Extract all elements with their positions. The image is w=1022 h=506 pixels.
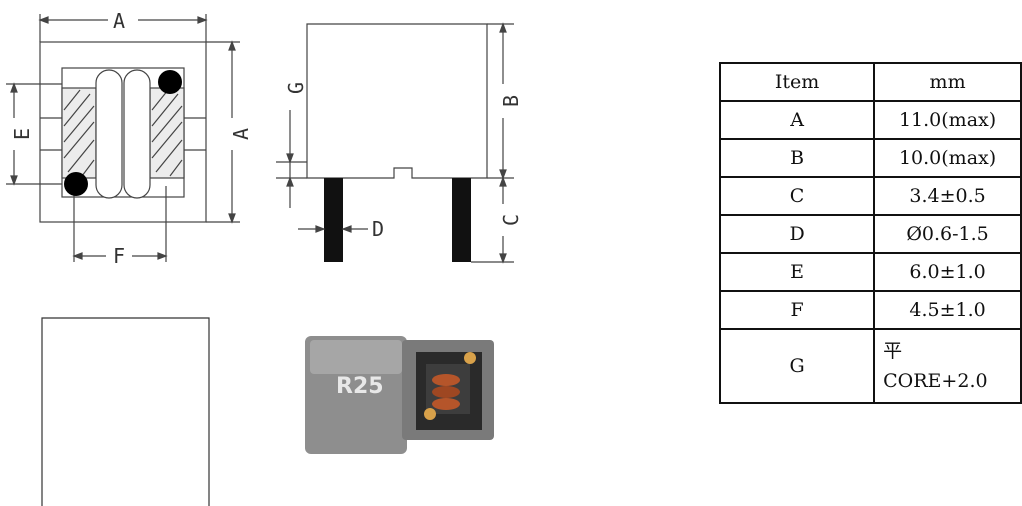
cell-item: A	[718, 100, 876, 140]
cell-mm: 6.0±1.0	[873, 252, 1022, 292]
copper-winding	[432, 374, 460, 386]
hatched-pad-right	[149, 87, 185, 179]
product-photo: R25	[296, 322, 502, 456]
dim-label-d: D	[372, 217, 384, 241]
lead-right	[452, 178, 471, 262]
blank-frame	[41, 317, 210, 506]
cell-mm-g: 平 CORE+2.0	[873, 328, 1022, 404]
part-marking: R25	[336, 374, 384, 399]
dim-label-f: F	[113, 244, 125, 268]
cell-mm: 11.0(max)	[873, 100, 1022, 140]
cell-mm: 4.5±1.0	[873, 290, 1022, 330]
cell-mm: Ø0.6-1.5	[873, 214, 1022, 254]
dim-label-a-side: A	[229, 128, 253, 140]
pin-dot-top-right	[158, 70, 182, 94]
cell-item: E	[718, 252, 876, 292]
dimension-table: Item mm A 11.0(max) B 10.0(max) C 3.4±0.…	[718, 62, 1022, 404]
dim-label-g: G	[284, 82, 308, 94]
cell-item: G	[718, 328, 876, 404]
side-view	[276, 22, 514, 264]
cell-item: D	[718, 214, 876, 254]
table-row: E 6.0±1.0	[718, 252, 1022, 292]
lead-left	[324, 178, 343, 262]
dim-label-c: C	[499, 214, 523, 226]
cell-mm-g-line2: CORE+2.0	[883, 370, 988, 392]
table-row: B 10.0(max)	[718, 138, 1022, 178]
cell-item: C	[718, 176, 876, 216]
terminal-bottom	[424, 408, 436, 420]
header-item: Item	[718, 62, 876, 102]
table-row: C 3.4±0.5	[718, 176, 1022, 216]
top-view	[6, 14, 240, 262]
cell-mm-g-line1: 平	[883, 340, 903, 362]
table-row: D Ø0.6-1.5	[718, 214, 1022, 254]
hatched-pad-left	[61, 87, 97, 179]
table-header-row: Item mm	[718, 62, 1022, 102]
table-row: A 11.0(max)	[718, 100, 1022, 140]
side-view-body	[306, 23, 488, 179]
cell-item: B	[718, 138, 876, 178]
cell-mm: 10.0(max)	[873, 138, 1022, 178]
pin-dot-bottom-left	[64, 172, 88, 196]
dim-label-a-top: A	[113, 9, 125, 33]
cell-item: F	[718, 290, 876, 330]
cell-mm: 3.4±0.5	[873, 176, 1022, 216]
header-mm: mm	[873, 62, 1022, 102]
coil-right	[123, 69, 151, 199]
top-view-outer-outline	[39, 41, 207, 223]
table-row: G 平 CORE+2.0	[718, 328, 1022, 404]
table-row: F 4.5±1.0	[718, 290, 1022, 330]
terminal-top	[464, 352, 476, 364]
coil-left	[95, 69, 123, 199]
dim-label-e: E	[10, 128, 34, 140]
dim-label-b: B	[499, 95, 523, 107]
